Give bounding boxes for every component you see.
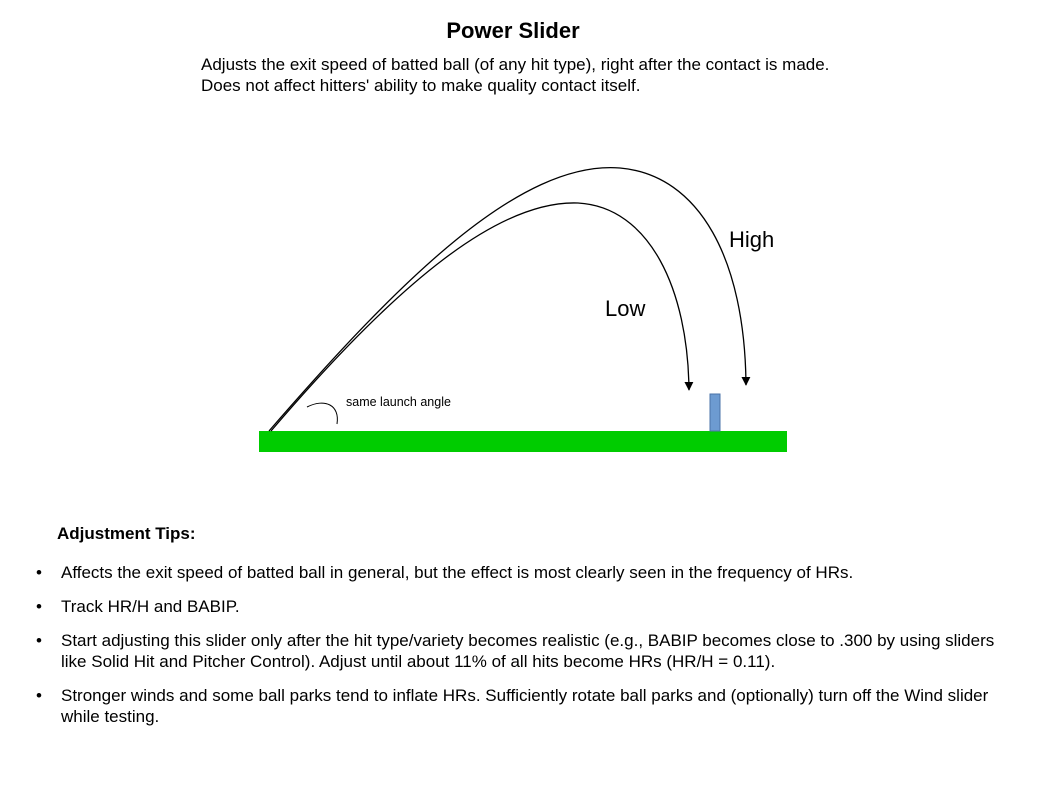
high-trajectory-arrow: [268, 167, 751, 432]
tip-item: • Start adjusting this slider only after…: [0, 630, 1000, 672]
bullet-icon: •: [36, 631, 42, 650]
outfield-fence: [709, 393, 721, 432]
tip-text: Track HR/H and BABIP.: [61, 597, 240, 616]
tip-item: • Stronger winds and some ball parks ten…: [0, 685, 1000, 727]
high-label: High: [729, 227, 774, 252]
tip-item: • Affects the exit speed of batted ball …: [0, 562, 1000, 583]
tip-item: • Track HR/H and BABIP.: [0, 596, 1000, 617]
page-subtitle: Adjusts the exit speed of batted ball (o…: [201, 55, 830, 95]
tips-list: • Affects the exit speed of batted ball …: [0, 562, 1000, 740]
tips-heading: Adjustment Tips:: [57, 524, 196, 543]
low-trajectory-arrow: [270, 202, 694, 432]
tip-text: Stronger winds and some ball parks tend …: [61, 686, 989, 726]
tip-text: Affects the exit speed of batted ball in…: [61, 563, 854, 582]
launch-angle-label: same launch angle: [346, 395, 451, 409]
tip-text: Start adjusting this slider only after t…: [61, 631, 995, 671]
page-title: Power Slider: [446, 18, 580, 43]
ground-bar: [259, 431, 787, 452]
low-label: Low: [605, 296, 645, 321]
bullet-icon: •: [36, 686, 42, 705]
bullet-icon: •: [36, 563, 42, 582]
launch-angle-arc: [306, 402, 338, 425]
bullet-icon: •: [36, 597, 42, 616]
